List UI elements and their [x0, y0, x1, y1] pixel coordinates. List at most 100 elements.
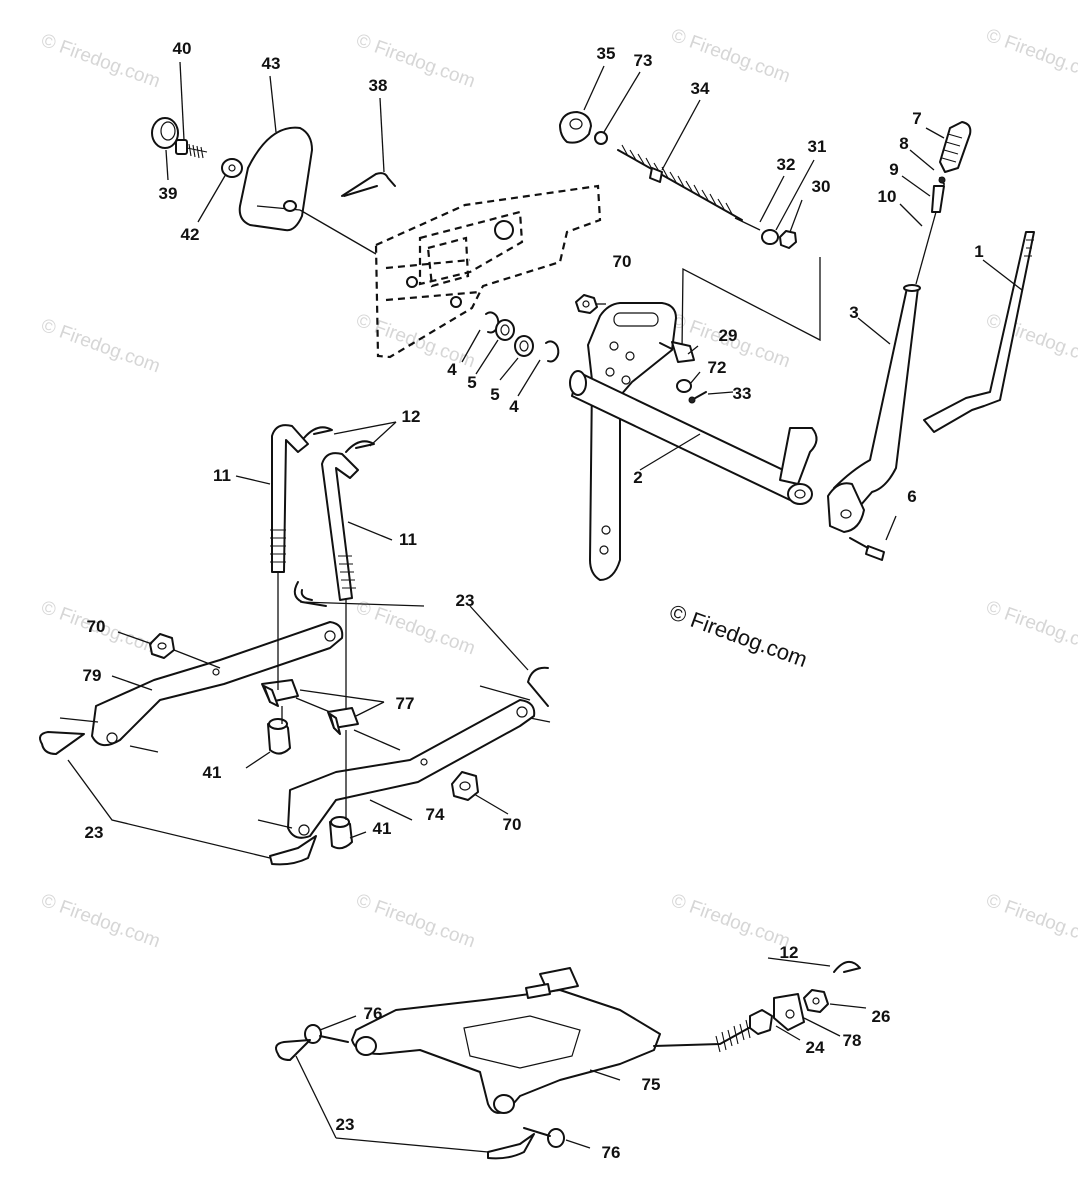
part-38-clip: [341, 172, 396, 197]
watermark: © Firedog.com: [38, 30, 163, 92]
part-74-lift-arm: [287, 699, 536, 839]
callout-70: 70: [87, 617, 106, 636]
watermark: © Firedog.com: [983, 25, 1078, 87]
callout-11: 11: [213, 466, 231, 485]
callout-70: 70: [613, 252, 632, 271]
part-23-hairpin: [487, 1133, 535, 1160]
part-73-washer: [594, 131, 608, 145]
callout-72: 72: [708, 358, 727, 377]
part-24-nut: [749, 1009, 773, 1035]
pivot-bracket: [299, 184, 602, 359]
part-4-clip: [485, 311, 500, 334]
callout-26: 26: [872, 1007, 891, 1026]
callout-32: 32: [777, 155, 796, 174]
callout-31: 31: [808, 137, 827, 156]
part-8-spring: [938, 176, 946, 185]
part-11-rod: [321, 452, 359, 601]
part-78-rod: [653, 1019, 757, 1053]
part-30-nut: [779, 230, 797, 249]
callout-41: 41: [373, 819, 392, 838]
part-9-button: [931, 185, 945, 213]
part-2-shift-plate: [587, 302, 677, 581]
callout-40: 40: [173, 39, 192, 58]
part-23-hairpin: [275, 1039, 311, 1061]
callout-41: 41: [203, 763, 222, 782]
callout-43: 43: [262, 54, 281, 73]
watermark: © Firedog.com: [668, 890, 793, 952]
part-5-washer: [514, 335, 534, 357]
part-11-rod: [270, 424, 309, 573]
watermark-layer: © Firedog.com © Firedog.com © Firedog.co…: [38, 25, 1078, 952]
callout-24: 24: [806, 1038, 825, 1057]
part-34-rod: [617, 144, 743, 221]
part-7-grip: [939, 121, 972, 173]
part-3-lever: [827, 211, 937, 533]
part-26-nut: [803, 989, 829, 1013]
callout-4: 4: [447, 360, 457, 379]
part-12-hairpin: [833, 961, 861, 973]
part-43-bracket: [238, 126, 313, 232]
callout-11: 11: [399, 530, 417, 549]
callout-38: 38: [369, 76, 388, 95]
part-5-washer: [495, 319, 515, 341]
callout-79: 79: [83, 666, 102, 685]
callout-labels: 1 2 3 4 5 5 4 6 7 8 9 10 11 11 12 12 23 …: [83, 39, 984, 1162]
part-6-bolt: [849, 537, 885, 561]
callout-8: 8: [899, 134, 908, 153]
part-75-bracket: [351, 989, 661, 1114]
part-33-cotter-pin: [688, 391, 707, 404]
callout-30: 30: [812, 177, 831, 196]
part-41-nut: [329, 816, 353, 850]
part-77-trunnion: [327, 707, 359, 735]
part-40-bolt: [175, 139, 208, 159]
part-78-trunnion: [773, 993, 805, 1031]
part-76-bolt: [304, 1024, 349, 1044]
watermark: © Firedog.com: [38, 890, 163, 952]
callout-39: 39: [159, 184, 178, 203]
part-29-ferrule: [659, 341, 695, 363]
callout-12: 12: [780, 943, 799, 962]
callout-42: 42: [181, 225, 200, 244]
leader-lines: [67, 61, 1023, 1153]
part-4-clip: [545, 340, 560, 363]
callout-23: 23: [336, 1115, 355, 1134]
callout-29: 29: [719, 326, 738, 345]
part-72-washer: [676, 379, 692, 393]
part-39-cap: [151, 117, 179, 149]
callout-5: 5: [490, 385, 499, 404]
callout-10: 10: [878, 187, 897, 206]
part-75-bracket-stud: [525, 967, 579, 999]
callout-76: 76: [364, 1004, 383, 1023]
callout-7: 7: [912, 109, 921, 128]
callout-23: 23: [85, 823, 104, 842]
part-35-knob: [559, 111, 592, 144]
callout-76: 76: [602, 1143, 621, 1162]
callout-70: 70: [503, 815, 522, 834]
callout-34: 34: [691, 79, 710, 98]
part-2-shaft: [569, 370, 818, 505]
part-79-lift-arm: [91, 621, 344, 747]
part-12-hairpin: [303, 426, 333, 439]
callout-4: 4: [509, 397, 519, 416]
callout-2: 2: [633, 468, 642, 487]
part-70-nut: [451, 771, 479, 801]
part-76-bolt: [523, 1127, 565, 1148]
shaft-guide-lines: [681, 217, 821, 351]
watermark: © Firedog.com: [353, 890, 478, 952]
part-23-hairpin: [527, 666, 549, 707]
callout-12: 12: [402, 407, 421, 426]
part-31-washer: [761, 229, 779, 245]
part-77-trunnion: [261, 679, 299, 707]
watermark-main: © Firedog.com: [666, 599, 810, 672]
lift-link-guide-lines: [59, 572, 551, 829]
part-12-hairpin: [345, 440, 375, 453]
callout-1: 1: [974, 242, 983, 261]
callout-75: 75: [642, 1075, 661, 1094]
watermark: © Firedog.com: [983, 890, 1078, 952]
part-23-hairpin: [39, 731, 85, 755]
watermark: © Firedog.com: [668, 25, 793, 87]
part-41-nut: [267, 718, 291, 755]
callout-35: 35: [597, 44, 616, 63]
callout-23: 23: [456, 591, 475, 610]
